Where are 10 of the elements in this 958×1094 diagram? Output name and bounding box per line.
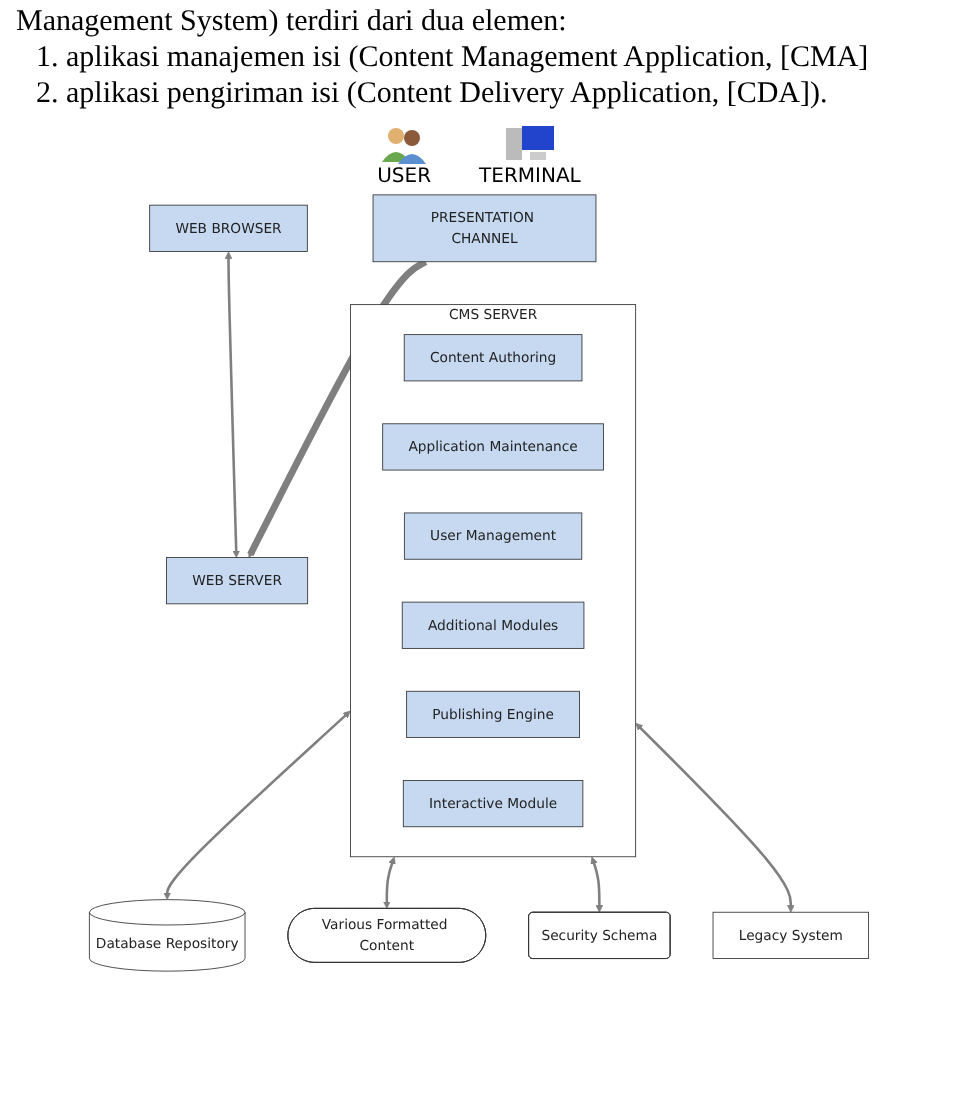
paragraph-text: Management System) terdiri dari dua elemen: [16,4,569,40]
arrow [163,710,351,900]
list-item: 1. aplikasi manajemen isi (Content Management Application, [CMA] [34,40,871,76]
arrow [224,251,240,558]
arrow [590,856,604,913]
icon-label: USER [377,166,432,188]
list-item: 2. aplikasi pengiriman isi (Content Delivery Application, [CDA]). [34,76,830,112]
icon-label: TERMINAL [479,166,581,188]
arrow [635,723,795,913]
arrow [383,856,396,909]
